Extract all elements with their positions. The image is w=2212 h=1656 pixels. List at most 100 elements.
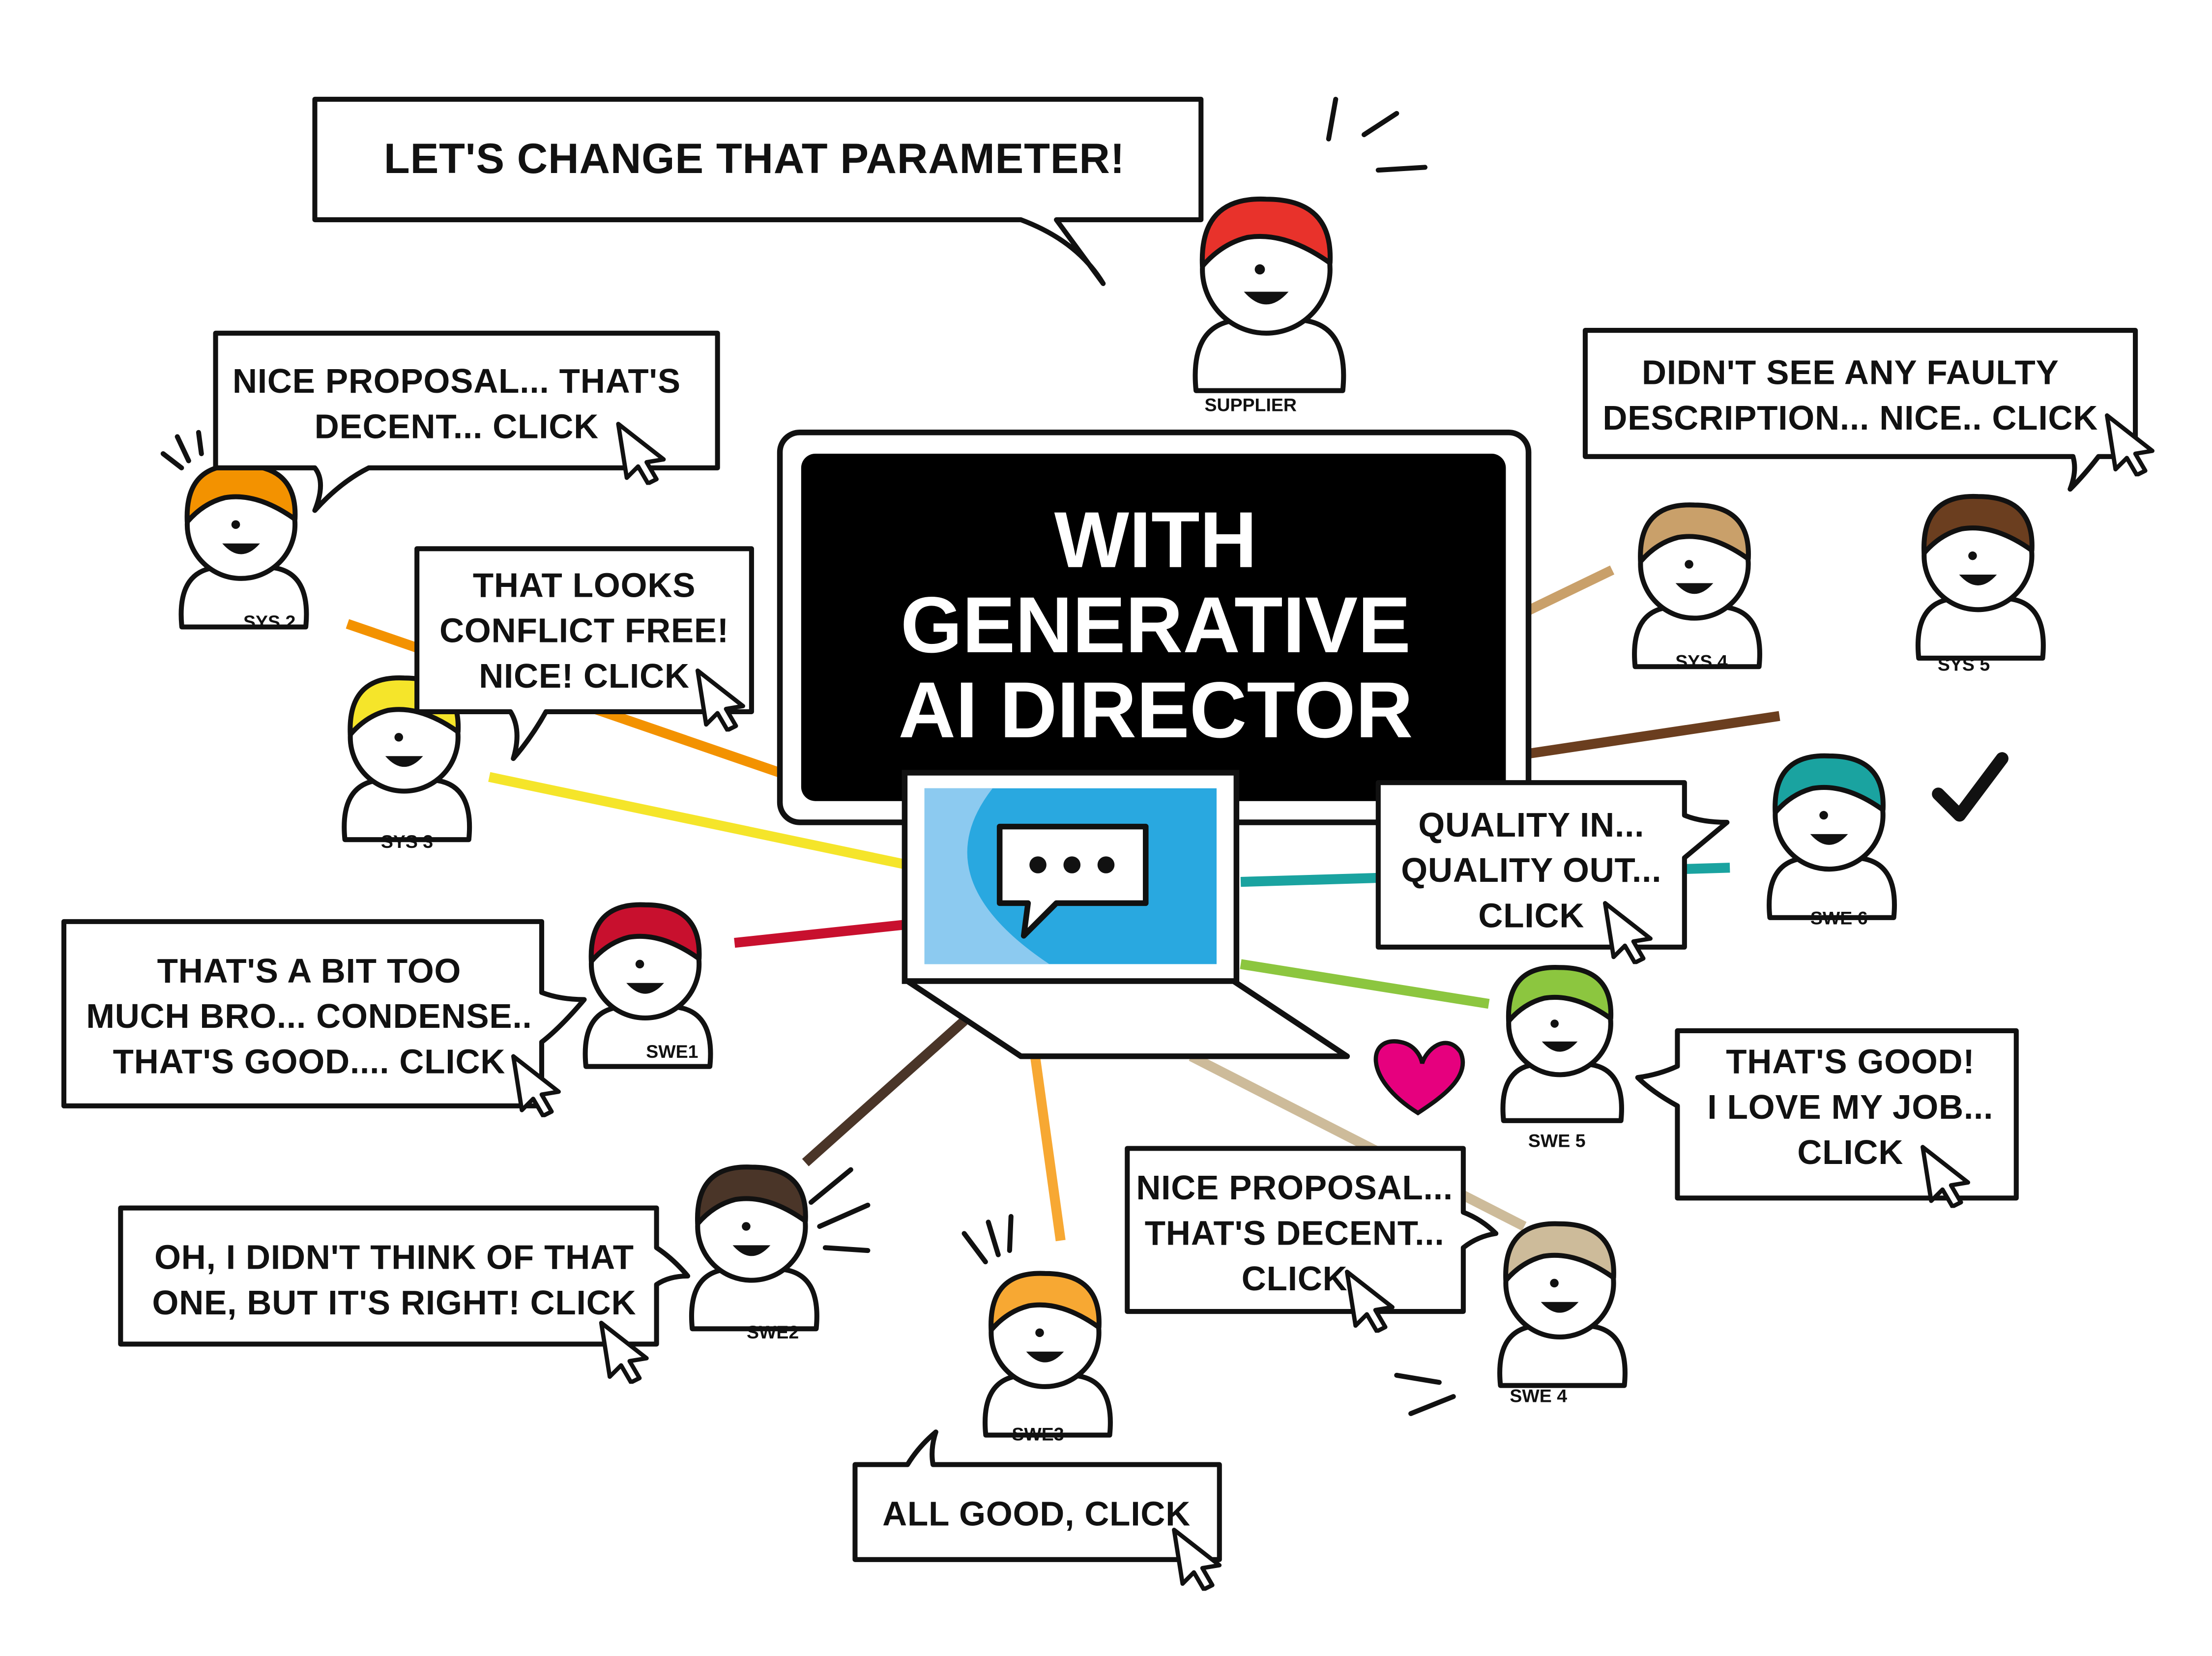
connection-line-swe2 <box>802 1017 968 1166</box>
bubble-text: I LOVE MY JOB... <box>1707 1088 1993 1126</box>
connection-line-sys5 <box>1523 711 1780 759</box>
bubble-text: NICE PROPOSAL... THAT'S <box>233 362 681 400</box>
eye <box>1685 560 1693 569</box>
connection-line-swe1 <box>734 919 908 948</box>
shirt-label: SWE 5 <box>1528 1130 1586 1151</box>
bubble-text: NICE! CLICK <box>479 657 690 695</box>
title-line-3: AI DIRECTOR <box>898 666 1413 755</box>
bubble-text: ALL GOOD, CLICK <box>882 1495 1191 1533</box>
speech-bubble-swe6: QUALITY IN... QUALITY OUT... CLICK <box>1375 780 1730 962</box>
shirt-label: SYS 4 <box>1675 651 1727 672</box>
eye <box>1550 1019 1559 1028</box>
shirt-label: SWE 6 <box>1810 908 1868 929</box>
shirt-label: SUPPLIER <box>1204 394 1296 415</box>
bubble-text: MUCH BRO... CONDENSE.. <box>86 997 532 1035</box>
hair <box>1506 965 1614 1024</box>
bubble-text: ONE, BUT IT'S RIGHT! CLICK <box>152 1283 637 1322</box>
shirt-label: SYS 2 <box>243 611 295 632</box>
mouth <box>222 543 260 554</box>
hair <box>1921 494 2035 556</box>
character-supplier: SUPPLIER <box>1193 196 1346 415</box>
laptop <box>902 770 1350 1059</box>
eye <box>231 520 240 529</box>
mouth <box>1542 1041 1578 1052</box>
shirt-label: SWE2 <box>747 1322 799 1342</box>
shirt-label: SWE 4 <box>1510 1386 1567 1406</box>
heart-icon <box>1373 1039 1465 1116</box>
character-sys4: SYS 4 <box>1632 502 1762 672</box>
monitor: WITH GENERATIVE AI DIRECTOR <box>777 429 1532 825</box>
chat-bubble-icon <box>996 823 1149 939</box>
bubble-text: CLICK <box>1242 1259 1348 1298</box>
hair <box>588 902 702 964</box>
shirt-label: SYS 5 <box>1938 654 1990 674</box>
mouth <box>385 756 423 767</box>
eye <box>1819 811 1828 820</box>
bubble-text: CLICK <box>1478 896 1584 934</box>
speech-bubble-swe3: ALL GOOD, CLICK <box>852 1429 1222 1589</box>
eye <box>742 1222 751 1231</box>
speech-bubble-sys3: THAT LOOKS CONFLICT FREE! NICE! CLICK <box>414 546 754 761</box>
eye <box>1254 264 1265 275</box>
mouth <box>626 983 664 994</box>
excitement-marks <box>160 96 1456 1416</box>
hair <box>695 1164 808 1226</box>
bubble-text: DIDN'T SEE ANY FAULTY <box>1642 353 2059 392</box>
hair <box>184 463 298 524</box>
character-swe4: SWE 4 <box>1497 1221 1628 1406</box>
speech-bubble-sys2: NICE PROPOSAL... THAT'S DECENT... CLICK <box>213 330 720 513</box>
character-swe2: SWE2 <box>689 1164 819 1342</box>
hair <box>1503 1221 1616 1283</box>
mouth <box>732 1245 771 1256</box>
shirt-label: SWE1 <box>646 1041 698 1062</box>
hair <box>1773 753 1886 815</box>
shirt-label: SYS 3 <box>381 831 433 852</box>
title-line-1: WITH <box>1054 496 1257 584</box>
title-line-2: GENERATIVE <box>901 581 1411 669</box>
hair <box>1199 196 1333 269</box>
connection-line-swe3 <box>1030 1055 1066 1242</box>
eye <box>1550 1278 1559 1288</box>
speech-bubble-swe1: THAT'S A BIT TOO MUCH BRO... CONDENSE.. … <box>61 919 587 1116</box>
shirt-label: SWE3 <box>1012 1424 1064 1445</box>
bubble-text: DECENT... CLICK <box>315 407 599 445</box>
eye <box>635 959 644 969</box>
eye <box>1035 1328 1044 1337</box>
hair <box>989 1271 1102 1333</box>
speech-bubble-swe5: THAT'S GOOD! I LOVE MY JOB... CLICK <box>1635 1028 2019 1207</box>
hair <box>1638 502 1751 564</box>
speech-bubble-swe2: OH, I DIDN'T THINK OF THAT ONE, BUT IT'S… <box>118 1205 691 1383</box>
speech-bubble-sys4-sys5: DIDN'T SEE ANY FAULTY DESCRIPTION... NIC… <box>1582 328 2153 492</box>
character-swe1: SWE1 <box>582 902 713 1069</box>
bubble-text: DESCRIPTION... NICE.. CLICK <box>1602 399 2098 437</box>
mouth <box>1810 834 1848 845</box>
character-sys2: SYS 2 <box>178 463 309 632</box>
bubble-text: LET'S CHANGE THAT PARAMETER! <box>384 135 1125 182</box>
bubble-text: QUALITY IN... <box>1418 806 1644 844</box>
bubble-text: THAT'S A BIT TOO <box>157 952 462 990</box>
eye <box>394 733 404 742</box>
bubble-text: NICE PROPOSAL... <box>1136 1168 1453 1207</box>
character-swe3: SWE3 <box>983 1271 1113 1445</box>
connection-line-swe5 <box>1240 959 1490 1009</box>
bubble-text: CONFLICT FREE! <box>439 611 729 650</box>
connection-line-swe4 <box>1189 1051 1527 1231</box>
connection-lines <box>346 565 1780 1242</box>
character-sys5: SYS 5 <box>1915 494 2046 674</box>
bubble-text: THAT'S DECENT... <box>1145 1214 1445 1252</box>
eye <box>1968 551 1977 560</box>
speech-bubble-swe4: NICE PROPOSAL... THAT'S DECENT... CLICK <box>1125 1146 1499 1331</box>
mouth <box>1675 583 1714 594</box>
bubble-text: THAT'S GOOD! <box>1726 1043 1975 1081</box>
checkmark-icon <box>1932 752 2008 822</box>
mouth <box>1959 575 1997 585</box>
character-swe6: SWE 6 <box>1767 753 1897 929</box>
bubble-text: QUALITY OUT... <box>1401 851 1661 889</box>
speech-bubble-supplier: LET'S CHANGE THAT PARAMETER! <box>312 96 1204 286</box>
mouth <box>1541 1302 1579 1313</box>
connection-line-sys3 <box>488 772 909 870</box>
bubble-text: THAT LOOKS <box>473 566 696 604</box>
mouth <box>1244 291 1289 305</box>
bubble-text: THAT'S GOOD.... CLICK <box>113 1043 506 1081</box>
